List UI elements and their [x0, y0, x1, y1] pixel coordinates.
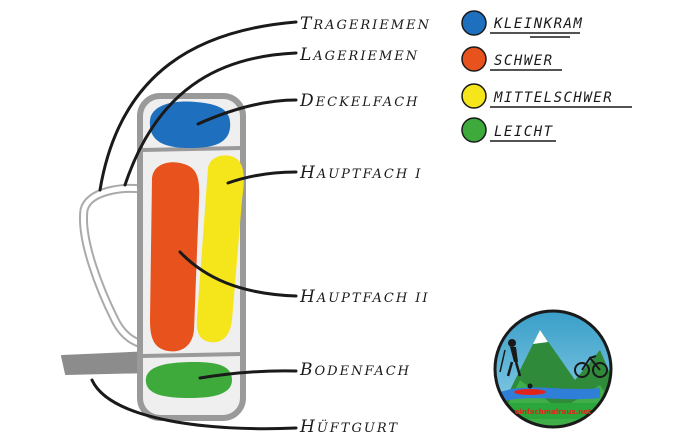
label-trageriemen: TRAGERIEMEN	[300, 14, 431, 34]
bottom-divider	[141, 352, 242, 358]
compartment-bottom	[145, 362, 232, 398]
legend-label-mittelschwer: MITTELSCHWER	[493, 90, 613, 106]
legend-label-schwer: SCHWER	[494, 53, 554, 69]
line-lageriemen	[123, 51, 298, 187]
legend-item-mittelschwer: MITTELSCHWER	[461, 83, 632, 109]
legend-swatch-leicht	[461, 117, 487, 143]
label-hauptfach1: HAUPTFACH I	[299, 163, 422, 183]
logo-badge: einfachmalraus.net	[493, 309, 613, 429]
logo-text: einfachmalraus.net	[515, 408, 592, 416]
legend-swatch-mittelschwer	[461, 83, 487, 109]
legend-swatch-schwer	[461, 46, 487, 72]
logo-bike-icon	[574, 355, 608, 378]
legend-underline-kleinkram	[490, 32, 580, 38]
logo-kayak-icon	[514, 383, 546, 395]
line-hauptfach1	[226, 170, 298, 185]
legend: KLEINKRAM SCHWER MITTELSCHWER LEICHT	[461, 10, 632, 143]
line-deckelfach	[196, 98, 298, 126]
legend-swatch-kleinkram	[461, 10, 487, 36]
compartment-main-medium	[196, 155, 244, 343]
compartment-main-heavy	[150, 162, 200, 352]
line-hueftgurt	[90, 378, 298, 431]
label-hueftgurt: HÜFTGURT	[299, 417, 399, 437]
legend-label-leicht: LEICHT	[494, 124, 554, 140]
lid-divider	[141, 146, 242, 152]
line-bodenfach	[198, 369, 298, 380]
label-lageriemen: LAGERIEMEN	[299, 45, 419, 65]
logo-ring	[493, 309, 613, 429]
line-hauptfach2	[178, 250, 298, 298]
line-trageriemen	[98, 20, 298, 192]
logo-hiker-icon	[499, 339, 522, 377]
label-deckelfach: DECKELFACH	[299, 91, 419, 111]
shoulder-strap-inner	[80, 185, 153, 348]
logo-text-band	[495, 403, 611, 419]
compartment-lid	[149, 101, 231, 148]
label-bodenfach: BODENFACH	[299, 360, 411, 380]
logo-snow-cap	[533, 330, 548, 344]
legend-item-schwer: SCHWER	[461, 46, 562, 72]
label-hauptfach2: HAUPTFACH II	[299, 287, 430, 307]
legend-item-leicht: LEICHT	[461, 117, 556, 143]
legend-label-kleinkram: KLEINKRAM	[493, 16, 583, 32]
legend-item-kleinkram: KLEINKRAM	[461, 10, 583, 38]
